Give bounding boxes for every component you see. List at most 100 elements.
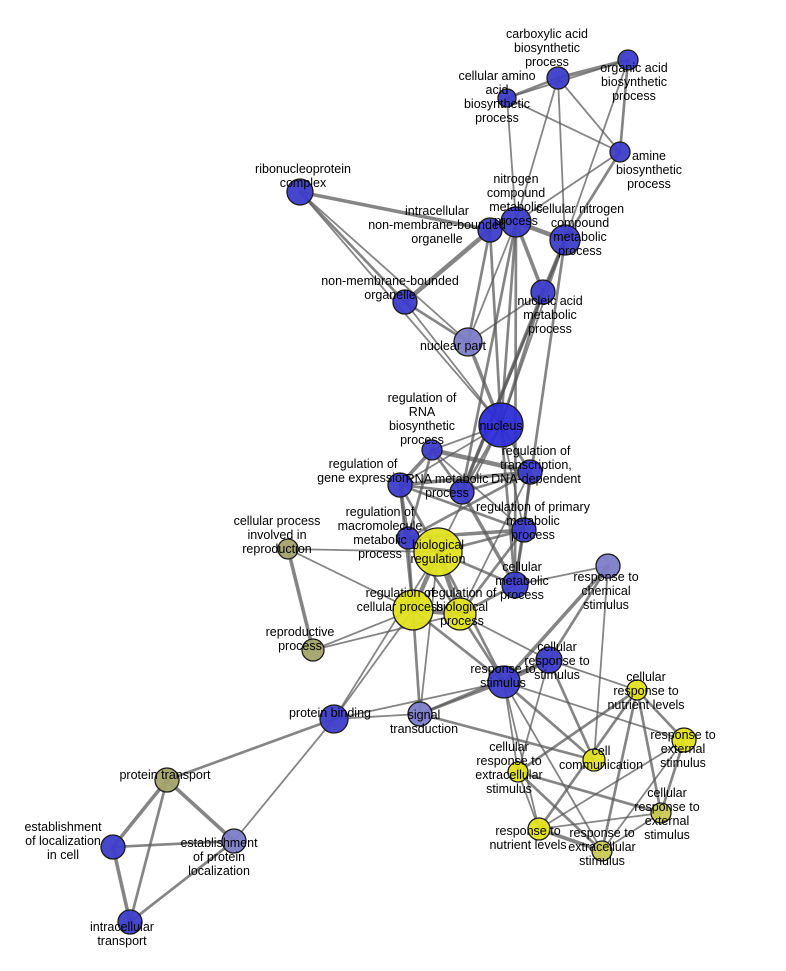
graph-edge-pt-it <box>128 778 169 924</box>
graph-edge-pt-epl <box>165 778 236 843</box>
graph-edge-rcs-cc <box>593 565 609 761</box>
graph-node-cpir[interactable] <box>277 538 299 560</box>
graph-node-br[interactable] <box>413 527 463 577</box>
graph-node-st[interactable] <box>407 701 433 727</box>
graph-node-crn[interactable] <box>626 679 648 701</box>
graph-node-pb[interactable] <box>319 704 349 734</box>
graph-node-rrb[interactable] <box>421 439 443 461</box>
graph-edge-rs-rn <box>503 681 540 830</box>
graph-edge-oa-cncm <box>564 59 629 241</box>
graph-edge-rrb-rt <box>429 447 533 475</box>
graph-edge-cre-rext <box>516 770 604 853</box>
graph-node-rs[interactable] <box>487 665 521 699</box>
graph-node-ca[interactable] <box>546 66 570 90</box>
graph-edge-rt-rbp <box>459 471 531 615</box>
graph-edge-caa-am <box>506 97 621 153</box>
graph-edge-am-ncm <box>515 151 621 223</box>
graph-edge-pb-epl <box>233 718 335 842</box>
graph-edge-re-rext <box>601 739 685 852</box>
graph-node-am[interactable] <box>609 141 631 163</box>
graph-edge-cpir-rp <box>286 547 315 652</box>
graph-node-it[interactable] <box>117 909 143 935</box>
graph-edge-crs-rbp <box>459 613 550 661</box>
graph-edge-ncm-rm <box>460 220 518 494</box>
graph-node-ncm[interactable] <box>500 206 532 238</box>
graph-edge-crext-rext <box>601 812 662 852</box>
graph-node-nam[interactable] <box>530 279 556 305</box>
graph-edge-rnp-nmbo <box>298 190 407 304</box>
graph-edge-ca-ncm <box>515 77 559 223</box>
graph-edge-np-ncm <box>467 221 517 343</box>
graph-edge-st-cc <box>418 712 596 762</box>
graph-node-rp[interactable] <box>301 638 325 662</box>
graph-edge-epl-it <box>128 839 236 924</box>
graph-edge-inmbo-np <box>466 228 492 344</box>
graph-node-cc[interactable] <box>582 748 606 772</box>
graph-node-cm[interactable] <box>501 571 529 599</box>
graph-edge-crn-rext <box>600 688 639 853</box>
graph-node-nmbo[interactable] <box>392 289 418 315</box>
graph-node-caa[interactable] <box>497 88 517 108</box>
graph-edge-crext-rn <box>538 812 662 830</box>
graph-edge-cpir-rcp <box>287 548 414 611</box>
graph-edge-re-crext <box>659 738 686 815</box>
graph-edge-cncm-nuc <box>500 239 566 426</box>
graph-edge-rp-rbp <box>312 613 461 651</box>
graph-edge-ca-cncm <box>557 77 566 241</box>
graph-edge-rrb-rmm <box>406 448 434 540</box>
graph-node-rt[interactable] <box>517 459 543 485</box>
graph-node-rcp[interactable] <box>392 589 434 631</box>
graph-node-rext[interactable] <box>591 840 613 862</box>
graph-edge-rpm-rbp <box>458 528 526 616</box>
graph-edge-inmbo-nmbo <box>402 227 493 305</box>
graph-edge-am-cncm <box>563 150 622 242</box>
graph-edge-oa-am <box>618 58 630 154</box>
graph-node-pt[interactable] <box>154 767 180 793</box>
graph-edge-pb-pt <box>165 717 336 782</box>
graph-edge-elc-epl <box>111 839 236 849</box>
graph-node-cre[interactable] <box>507 761 529 783</box>
graph-node-np[interactable] <box>453 327 483 357</box>
graph-edge-pb-br <box>333 551 439 720</box>
graph-edge-crs-cc <box>547 658 596 762</box>
graph-edge-caa-ncm <box>506 97 517 223</box>
graph-node-inmbo[interactable] <box>477 217 503 243</box>
graph-edge-nmbo-nuc <box>404 301 502 426</box>
graph-node-rcs[interactable] <box>595 553 621 579</box>
graph-node-epl[interactable] <box>221 828 247 854</box>
graph-node-elc[interactable] <box>100 834 126 860</box>
graph-edge-cpir-br <box>287 548 439 553</box>
graph-node-nuc[interactable] <box>478 402 524 448</box>
graph-node-crext[interactable] <box>650 802 672 824</box>
graph-edge-rcs-rs <box>502 564 610 684</box>
graph-edge-crn-cre <box>516 688 639 774</box>
graph-node-rpm[interactable] <box>511 517 537 543</box>
graph-edge-pb-rs <box>333 681 505 720</box>
graph-edge-rge-rpm <box>398 483 526 532</box>
graph-node-re[interactable] <box>671 727 697 753</box>
graph-edge-rnp-np <box>299 191 469 343</box>
graph-edge-elc-it <box>111 845 132 924</box>
graph-node-rge[interactable] <box>387 472 413 498</box>
graph-edge-nuc-cm <box>499 423 517 587</box>
graph-node-rm[interactable] <box>449 479 475 505</box>
graph-edge-st-br <box>419 551 439 715</box>
graph-node-rnp[interactable] <box>286 178 314 206</box>
graph-node-rn[interactable] <box>527 817 551 841</box>
graph-edge-crs-crn <box>548 659 638 691</box>
graph-edge-ca-am <box>557 77 621 153</box>
graph-edge-rcs-cm <box>514 565 609 586</box>
graph-node-crs[interactable] <box>535 646 563 674</box>
graph-node-cncm[interactable] <box>549 224 581 256</box>
graph-node-rbp[interactable] <box>443 597 477 631</box>
graph-edge-cre-crext <box>516 770 663 815</box>
graph-node-oa[interactable] <box>617 49 639 71</box>
graph-edge-crn-crext <box>635 688 663 815</box>
